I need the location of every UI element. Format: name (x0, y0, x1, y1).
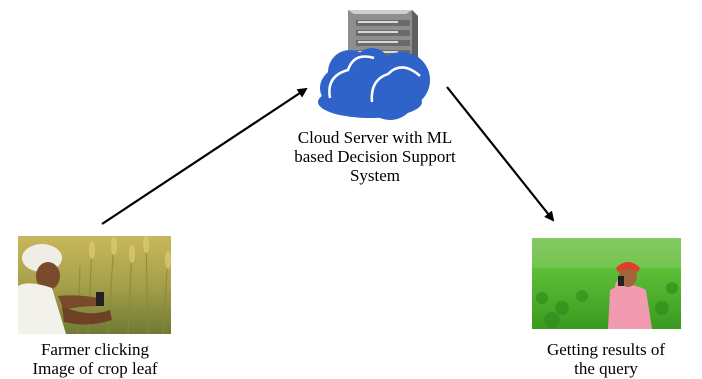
farmer-figure (18, 244, 112, 334)
results-caption: Getting results of the query (516, 340, 696, 378)
arrow-cloud-to-results (446, 86, 555, 222)
cloud-server-caption-line-3: System (349, 166, 401, 185)
cloud-server-caption-line-1: Cloud Server with ML (297, 128, 453, 147)
farmer-photo (18, 236, 171, 334)
cloud-server-caption: Cloud Server with ML based Decision Supp… (256, 128, 494, 185)
arrow-farmer-to-cloud (101, 87, 308, 225)
farmer-caption: Farmer clicking Image of crop leaf (0, 340, 190, 378)
cloud-server-caption-line-2: based Decision Support (294, 147, 456, 166)
results-caption-line-2: the query (574, 359, 638, 378)
results-caption-line-1: Getting results of (546, 340, 666, 359)
farmer-caption-line-2: Image of crop leaf (32, 359, 158, 378)
man-figure (608, 262, 652, 329)
results-photo (532, 238, 681, 329)
farmer-caption-line-1: Farmer clicking (40, 340, 150, 359)
cloud-server-image (310, 6, 440, 122)
